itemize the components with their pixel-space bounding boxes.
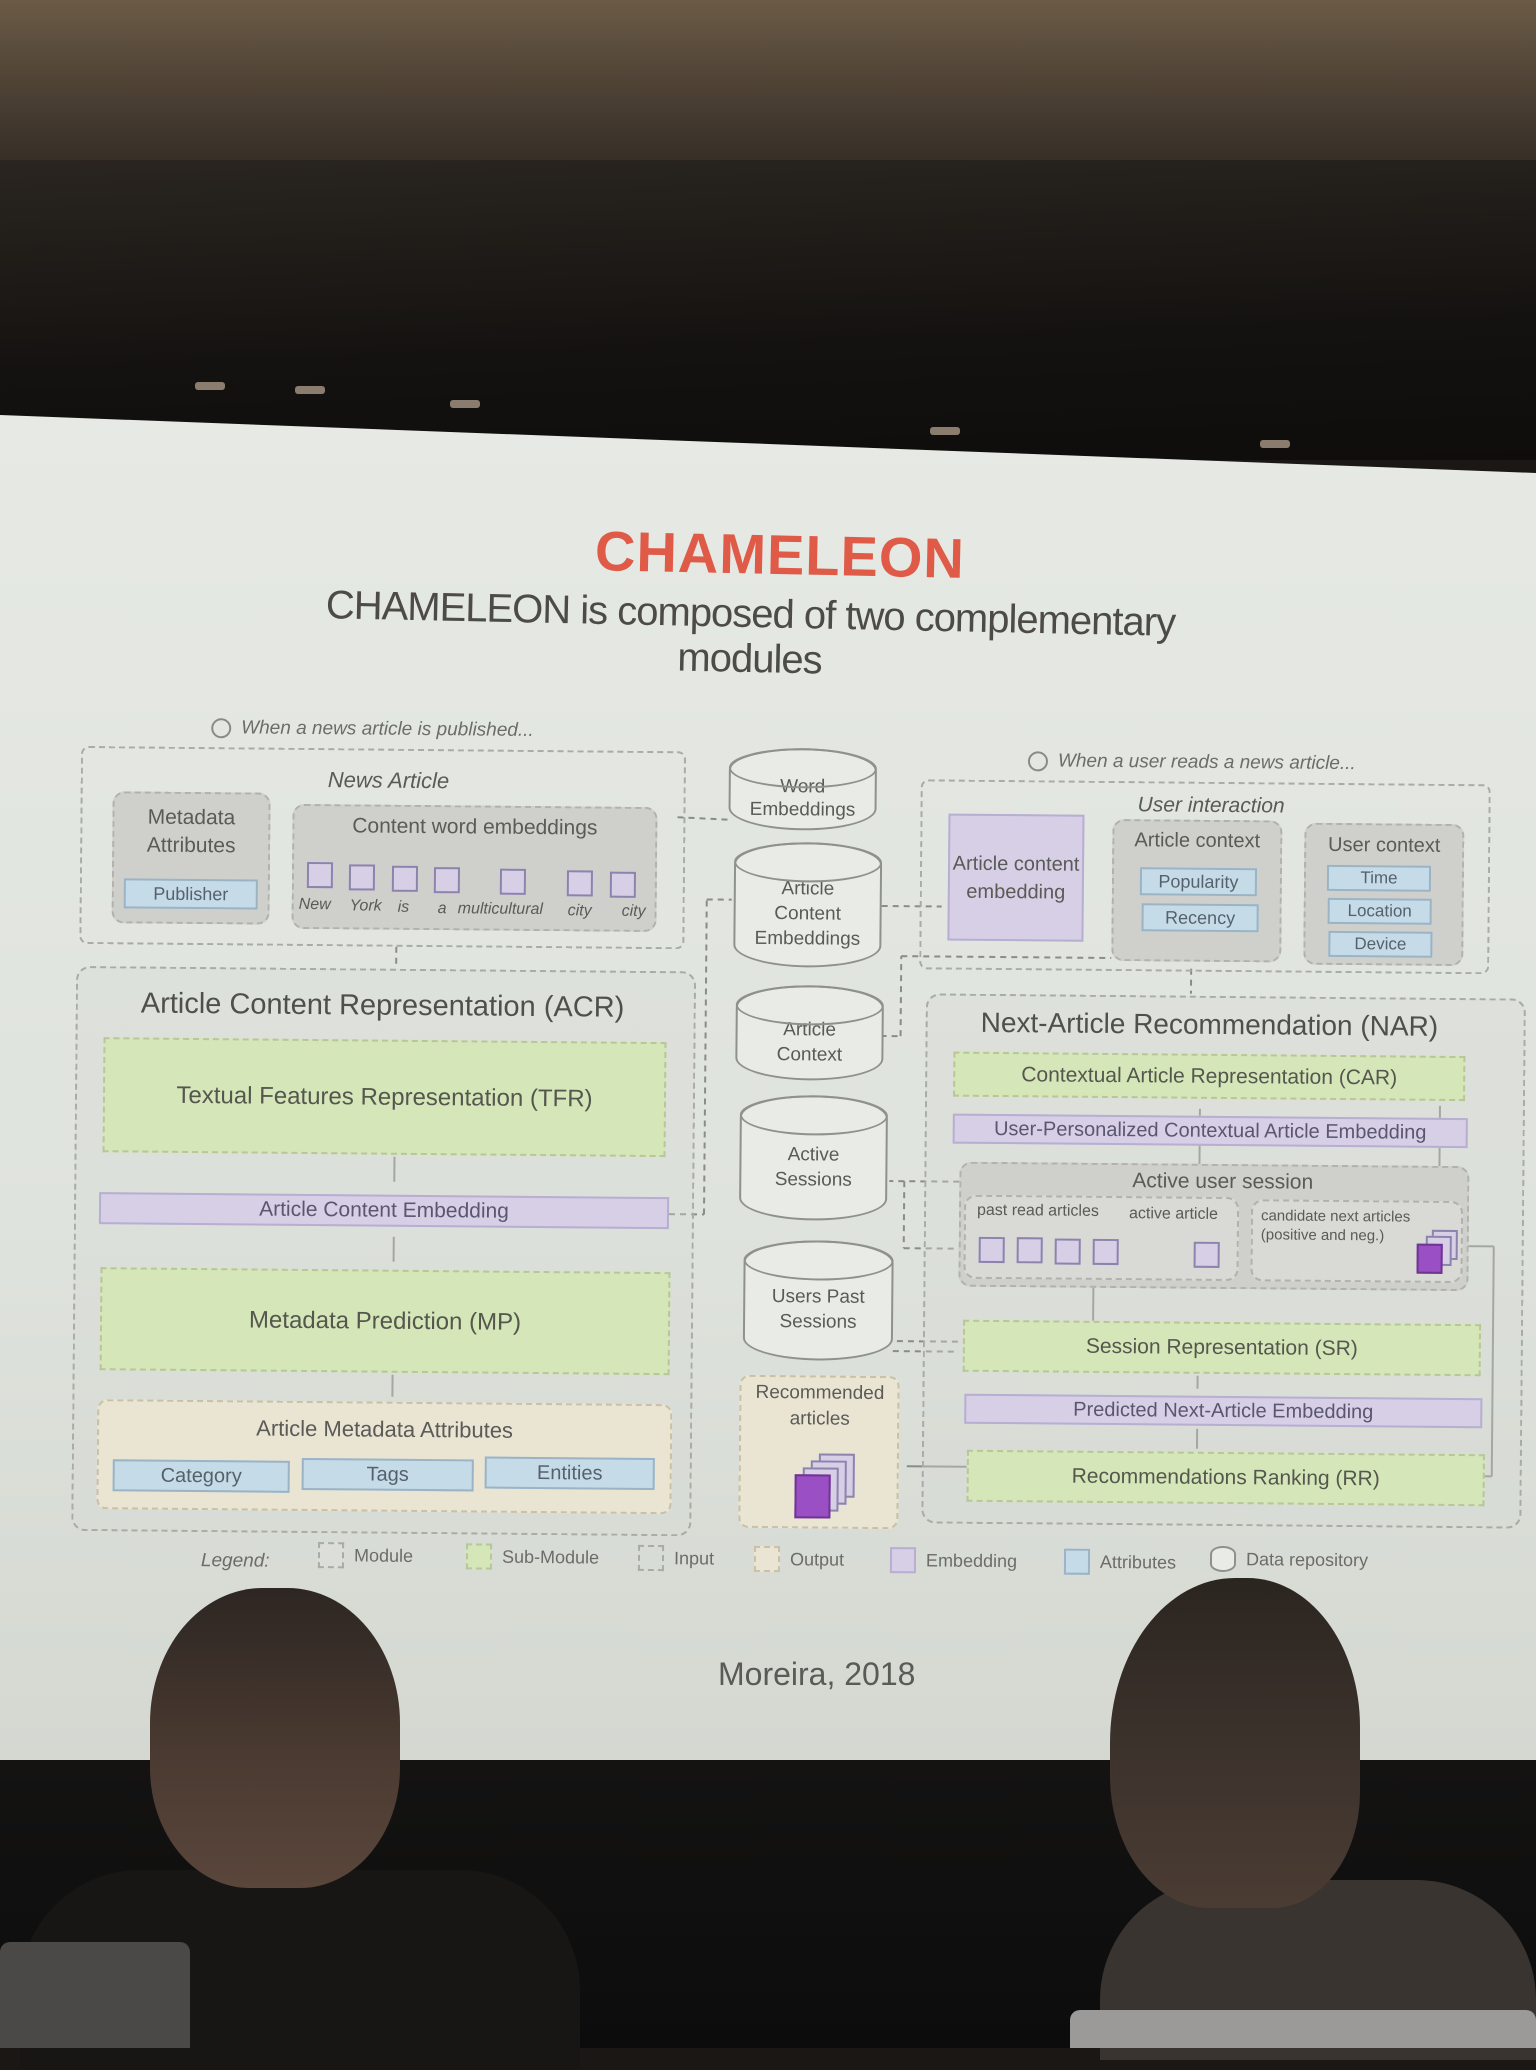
legend-attributes-swatch [1064,1549,1090,1575]
rr-submodule: Recommendations Ranking (RR) [967,1450,1485,1507]
legend-embedding: Embedding [890,1547,1017,1574]
article-content-embeddings-repository: Article Content Embeddings [733,842,882,968]
active-article-square [1194,1242,1220,1268]
predicted-next-article-embedding: Predicted Next-Article Embedding [964,1394,1482,1429]
acr-title: Article Content Representation (ACR) [141,988,625,1025]
left-caption: When a news article is published... [211,717,534,742]
sr-submodule: Session Representation (SR) [963,1320,1481,1377]
word-embedding-square [307,862,333,888]
legend-embedding-swatch [890,1547,916,1573]
mp-submodule: Metadata Prediction (MP) [100,1267,671,1375]
recommended-articles-label: Recommended articles [747,1380,892,1433]
user-interaction-label: User interaction [1137,793,1284,818]
database-icon [1210,1546,1236,1572]
word-token: city [622,903,646,921]
word-embedding-square [349,864,375,890]
word-embeddings-repository: Word Embeddings [728,748,877,831]
legend-attributes-label: Attributes [1100,1551,1176,1573]
active-user-session-label: Active user session [1132,1169,1313,1195]
active-sessions-label: Active Sessions [768,1142,858,1193]
users-past-sessions-repository: Users Past Sessions [743,1240,894,1361]
laptop [0,1942,190,2048]
audience-member-left-head [150,1588,400,1888]
active-sessions-repository: Active Sessions [739,1095,888,1221]
word-token: New [299,896,331,914]
word-embedding-square [434,867,460,893]
word-embedding-square [567,870,593,896]
article-content-embedding: Article Content Embedding [99,1192,669,1229]
popularity-attribute: Popularity [1140,867,1257,896]
publisher-attribute: Publisher [124,878,258,909]
word-embedding-square [610,872,636,898]
legend-data-repository-label: Data repository [1246,1549,1368,1571]
word-token: city [568,902,592,920]
article-metadata-attributes-label: Article Metadata Attributes [97,1412,672,1447]
word-embedding-square [500,869,526,895]
users-past-sessions-label: Users Past Sessions [763,1284,873,1335]
legend-attributes: Attributes [1064,1549,1176,1576]
legend-input-swatch [638,1545,664,1571]
legend-output: Output [754,1546,844,1573]
legend-output-swatch [754,1546,780,1572]
device-attribute: Device [1328,931,1432,958]
step-two-icon [1028,751,1048,771]
legend-module-label: Module [354,1545,413,1567]
legend-sub-module-label: Sub-Module [502,1546,599,1568]
article-context-repository: Article Context [735,985,884,1081]
legend-output-label: Output [790,1549,844,1570]
legend-embedding-label: Embedding [926,1550,1017,1572]
word-token: is [398,899,410,917]
step-one-icon [211,718,231,738]
user-context-label: User context [1304,831,1464,860]
recency-attribute: Recency [1141,903,1258,932]
past-read-article-square [1093,1239,1119,1265]
legend-sub-module-swatch [466,1543,492,1569]
article-context-label: Article context [1112,826,1282,855]
user-personalized-contextual-article-embedding: User-Personalized Contextual Article Emb… [953,1114,1468,1148]
laptop [1070,2010,1536,2048]
right-caption: When a user reads a news article... [1028,750,1356,775]
past-read-article-square [979,1237,1005,1263]
article-context-label: Article Context [764,1016,854,1067]
article-content-embeddings-label: Article Content Embeddings [747,876,868,952]
metadata-attributes-label: Metadata Attributes [122,802,261,861]
tags-attribute: Tags [302,1458,474,1491]
audience-member-right-head [1110,1578,1360,1908]
entities-attribute: Entities [485,1457,655,1490]
news-article-label: News Article [328,767,450,794]
word-token: a [438,900,447,918]
word-embedding-square [392,866,418,892]
candidate-next-articles-label: candidate next articles (positive and ne… [1261,1206,1446,1246]
past-read-article-square [1017,1237,1043,1263]
word-token: multicultural [458,900,544,919]
recommended-article-card [794,1474,830,1518]
tfr-submodule: Textual Features Representation (TFR) [103,1037,667,1157]
article-content-embedding-input-label: Article content embedding [952,830,1081,926]
legend-input: Input [638,1545,714,1572]
legend-input-label: Input [674,1548,714,1569]
legend-module: Module [318,1542,413,1569]
candidate-article-card [1417,1244,1443,1274]
legend-sub-module: Sub-Module [466,1543,599,1570]
category-attribute: Category [113,1459,290,1493]
word-token: York [350,897,382,915]
car-submodule: Contextual Article Representation (CAR) [953,1052,1465,1101]
active-article-label: active article [1129,1205,1218,1224]
content-word-embeddings-label: Content word embeddings [292,811,657,844]
time-attribute: Time [1327,865,1431,892]
slide-citation: Moreira, 2018 [718,1656,915,1693]
past-read-articles-label: past read articles [977,1202,1099,1221]
legend-module-swatch [318,1542,344,1568]
location-attribute: Location [1328,898,1432,925]
nar-title: Next-Article Recommendation (NAR) [981,1007,1439,1043]
past-read-article-square [1055,1239,1081,1265]
legend-label: Legend: [201,1550,270,1573]
word-embeddings-label: Word Embeddings [747,775,857,822]
legend-data-repository: Data repository [1210,1546,1368,1573]
